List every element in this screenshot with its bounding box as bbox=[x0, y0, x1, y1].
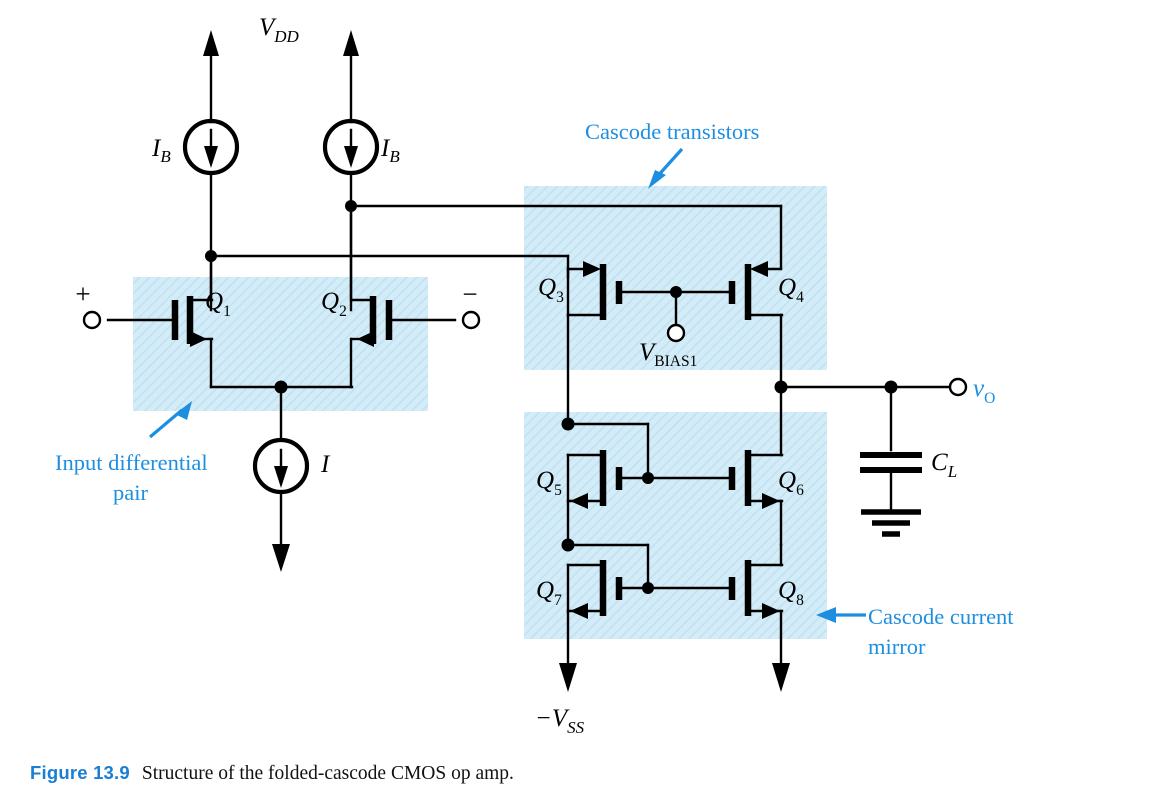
figure-caption: Figure 13.9 Structure of the folded-casco… bbox=[30, 762, 1130, 785]
label-q2: Q2 bbox=[321, 288, 347, 320]
supply-arrow-left bbox=[203, 30, 219, 56]
cascode-current-mirror-group bbox=[559, 385, 790, 692]
highlight-regions bbox=[133, 186, 827, 639]
label-q6: Q6 bbox=[778, 467, 804, 499]
supply-rail-group bbox=[182, 30, 783, 312]
annotation-input-differential-pair-line1: Input differential bbox=[55, 450, 208, 475]
transistor-q5 bbox=[561, 417, 734, 547]
label-q1: Q1 bbox=[205, 288, 231, 320]
output-network bbox=[774, 377, 968, 537]
label-ib-left: IB bbox=[151, 135, 171, 166]
label-q3: Q3 bbox=[538, 274, 564, 306]
label-input-plus: + bbox=[75, 279, 90, 309]
load-capacitor bbox=[860, 385, 922, 512]
q1-source-arrow bbox=[190, 331, 207, 347]
input-differential-pair-group bbox=[82, 204, 481, 572]
vss-arrow-right bbox=[772, 663, 790, 692]
label-ib-right: IB bbox=[380, 135, 400, 166]
current-source-tail bbox=[252, 385, 310, 572]
junction-output-drain bbox=[774, 380, 788, 394]
annotation-cascode-current-mirror-line1: Cascode current bbox=[868, 604, 1014, 629]
bias-terminal[interactable] bbox=[666, 323, 686, 343]
vss-arrow-left bbox=[559, 663, 577, 692]
input-terminal-minus[interactable] bbox=[461, 310, 481, 330]
q3-source-arrow bbox=[583, 261, 601, 277]
label-tail-current: I bbox=[320, 451, 331, 478]
input-terminal-plus[interactable] bbox=[82, 310, 102, 330]
q8-source-arrow bbox=[762, 603, 780, 619]
annotation-input-differential-pair-line2: pair bbox=[113, 480, 148, 505]
current-source-ib-left bbox=[182, 30, 240, 312]
label-input-minus: − bbox=[462, 279, 477, 309]
q2-source-arrow bbox=[357, 331, 374, 347]
label-q4: Q4 bbox=[778, 274, 804, 306]
q6-source-arrow bbox=[762, 493, 780, 509]
transistor-q6 bbox=[728, 385, 784, 547]
label-output: vO bbox=[973, 375, 995, 407]
label-q8: Q8 bbox=[778, 577, 804, 609]
label-q7: Q7 bbox=[536, 577, 562, 609]
label-vbias1: VBIAS1 bbox=[639, 339, 697, 370]
label-q5: Q5 bbox=[536, 467, 562, 499]
highlight-cascode-current-mirror bbox=[524, 412, 827, 639]
transistor-q1 bbox=[106, 254, 283, 389]
label-vdd: VDD bbox=[259, 14, 300, 46]
transistor-q8 bbox=[728, 543, 790, 692]
annotation-arrows bbox=[148, 147, 866, 623]
q4-source-arrow bbox=[750, 261, 768, 277]
transistor-q3 bbox=[566, 261, 678, 426]
output-terminal[interactable] bbox=[948, 377, 968, 397]
tail-bottom-arrow bbox=[272, 544, 290, 572]
label-vss: −VSS bbox=[535, 705, 585, 737]
annotation-cascode-transistors: Cascode transistors bbox=[585, 119, 759, 144]
figure-caption-text: Structure of the folded-cascode CMOS op … bbox=[141, 763, 514, 784]
annotation-cascode-current-mirror-line2: mirror bbox=[868, 634, 926, 659]
ground-icon bbox=[861, 509, 921, 537]
q5-source-arrow bbox=[570, 493, 588, 509]
circuit-labels: VDD IB IB + − Q1 Q2 I Q3 Q4 bbox=[75, 14, 995, 737]
transistor-q2 bbox=[279, 204, 457, 389]
q7-source-arrow bbox=[570, 603, 588, 619]
supply-arrow-right bbox=[343, 30, 359, 56]
transistor-q7 bbox=[559, 538, 734, 692]
annotation-labels: Cascode transistors Input differential p… bbox=[55, 119, 1014, 659]
figure-number: Figure 13.9 bbox=[30, 762, 130, 783]
transistor-q4 bbox=[674, 261, 784, 389]
label-load-capacitor: CL bbox=[931, 449, 957, 481]
cascode-transistor-group bbox=[566, 261, 784, 426]
